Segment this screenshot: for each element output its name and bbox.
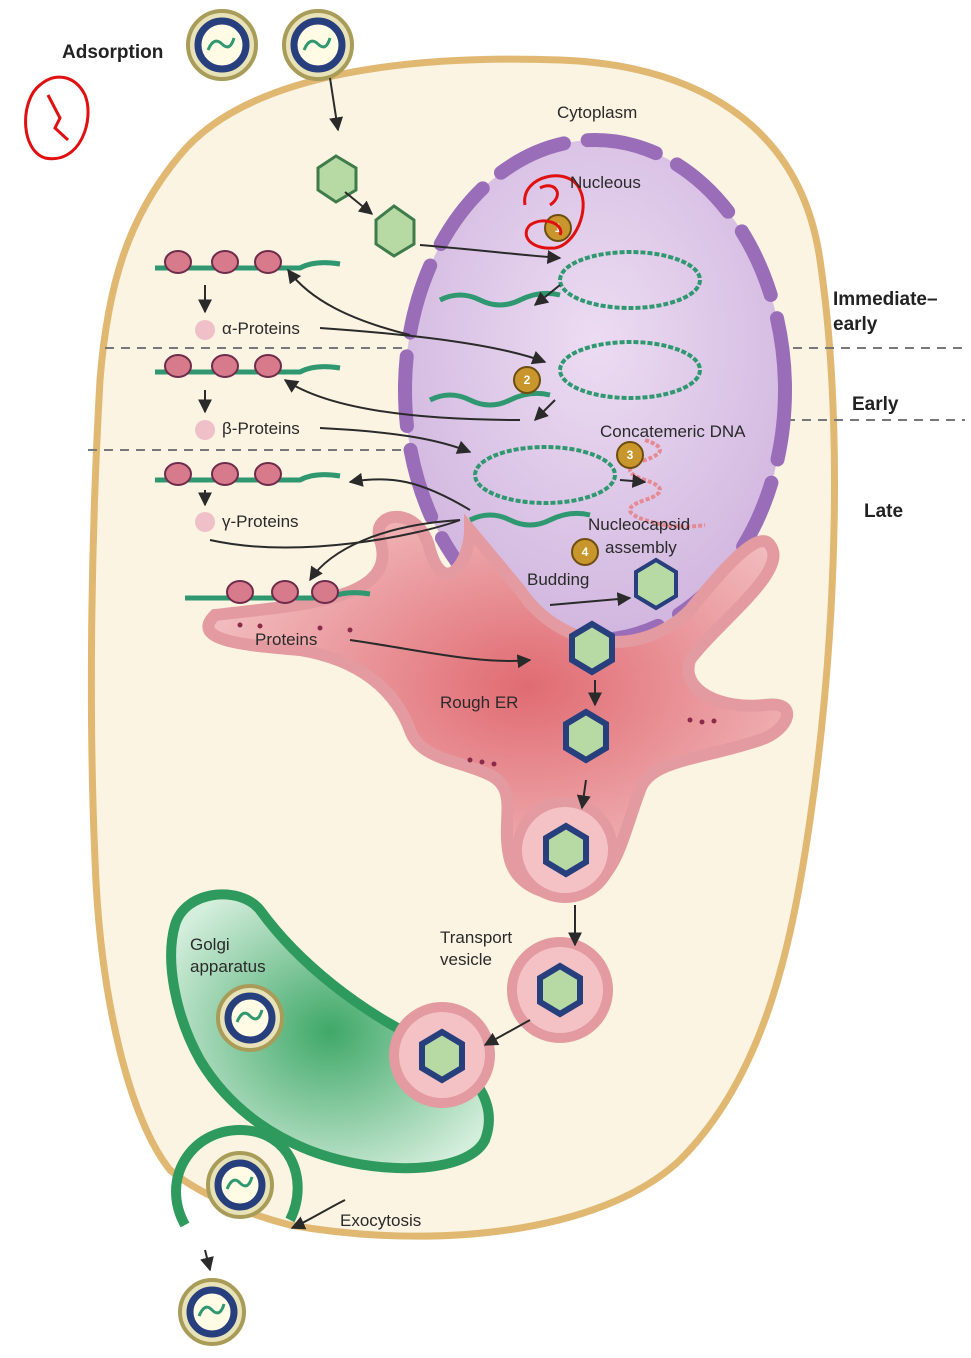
cytoplasm-label: Cytoplasm bbox=[557, 103, 637, 122]
svg-text:2: 2 bbox=[524, 373, 531, 387]
transport-vesicle-label: Transport bbox=[440, 928, 512, 947]
transport-vesicle-label-2: vesicle bbox=[440, 950, 492, 969]
nucleus-label: Nucleous bbox=[570, 173, 641, 192]
virion-particle bbox=[188, 11, 256, 79]
svg-text:4: 4 bbox=[582, 545, 589, 559]
step-badge: 2 bbox=[514, 367, 540, 393]
phase-immediate-early-label: Immediate– bbox=[833, 289, 938, 310]
step-badge: 4 bbox=[572, 539, 598, 565]
step-badge: 3 bbox=[617, 442, 643, 468]
beta-proteins-label: β-Proteins bbox=[222, 419, 300, 438]
virion-particle bbox=[208, 1153, 272, 1217]
nucleocapsid-label-2: assembly bbox=[605, 538, 677, 557]
phase-early-label: Early bbox=[852, 394, 899, 415]
budding-label: Budding bbox=[527, 570, 589, 589]
virion-particle bbox=[180, 1280, 244, 1344]
phase-late-label: Late bbox=[864, 501, 903, 522]
proteins-label: Proteins bbox=[255, 630, 317, 649]
rough-er-label: Rough ER bbox=[440, 693, 518, 712]
virion-particle bbox=[218, 986, 282, 1050]
alpha-proteins-label: α-Proteins bbox=[222, 319, 300, 338]
svg-text:3: 3 bbox=[627, 448, 634, 462]
concatemeric-dna-label: Concatemeric DNA bbox=[600, 422, 746, 441]
virion-particle bbox=[284, 11, 352, 79]
adsorption-label: Adsorption bbox=[62, 42, 163, 63]
phase-immediate-early-label-2: early bbox=[833, 314, 878, 335]
exocytosis-label: Exocytosis bbox=[340, 1211, 421, 1230]
golgi-label: Golgi bbox=[190, 935, 230, 954]
gamma-proteins-label: γ-Proteins bbox=[222, 512, 299, 531]
golgi-label-2: apparatus bbox=[190, 957, 266, 976]
nucleocapsid-label: Nucleocapsid bbox=[588, 515, 690, 534]
